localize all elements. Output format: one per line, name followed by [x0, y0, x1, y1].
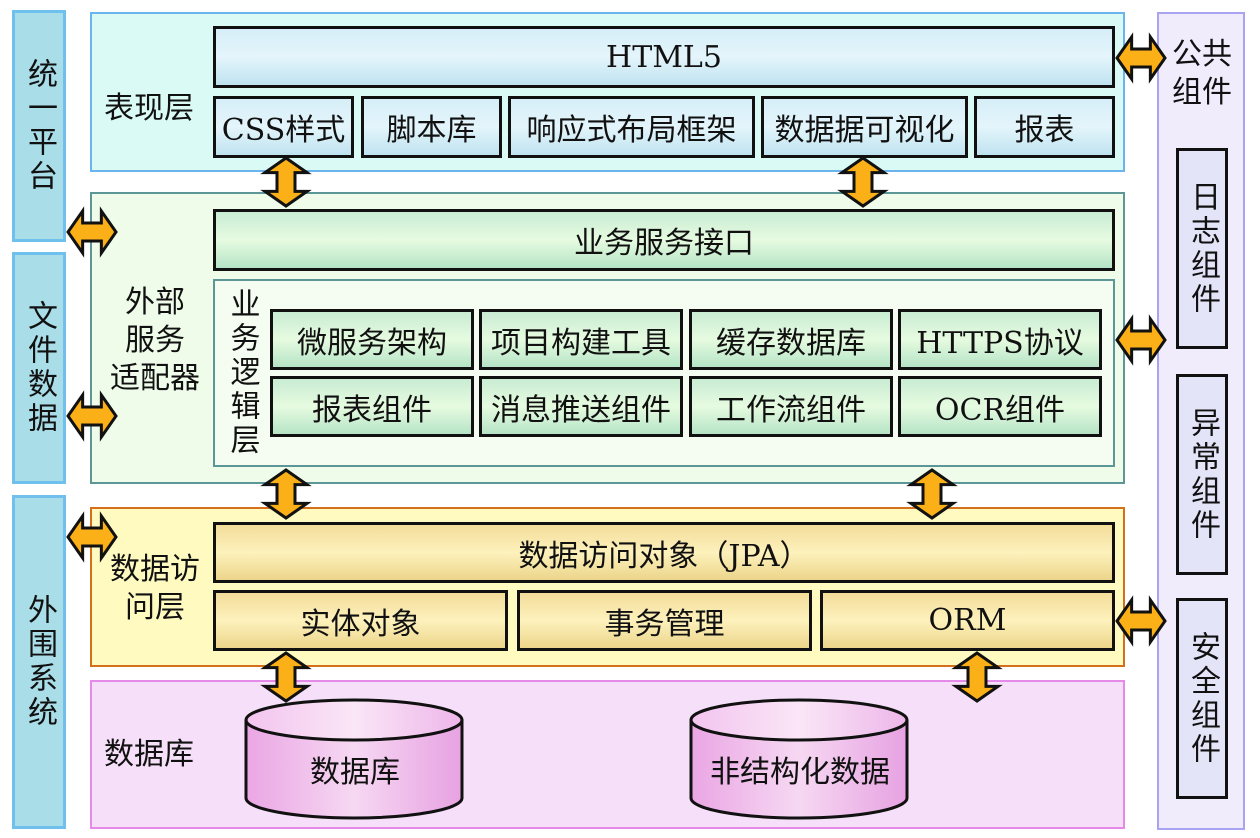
dao-item-orm: ORM [820, 590, 1115, 651]
html5-box: HTML5 [213, 26, 1115, 88]
double-arrow-shape [951, 651, 1003, 703]
arrow-logic-to-dao-right-icon [906, 468, 958, 520]
arrow-html5-to-common-icon [1115, 32, 1167, 84]
business-service-interface-label: 业务服务接口 [574, 226, 754, 261]
database-layer-label: 数据库 [104, 737, 194, 772]
presentation-layer-label: 表现层 [104, 91, 194, 126]
logic-item-label: 工作流组件 [716, 392, 866, 428]
title-line: 组件 [1172, 75, 1232, 110]
dao-item-entity: 实体对象 [213, 590, 508, 651]
double-arrow-shape [260, 156, 312, 208]
logic-item-cache-db: 缓存数据库 [689, 309, 893, 370]
double-arrow-shape [66, 390, 118, 442]
database-cylinder [244, 698, 464, 820]
double-arrow-shape [906, 468, 958, 520]
business-service-interface-box: 业务服务接口 [213, 209, 1115, 271]
dao-item-label: 事务管理 [604, 606, 725, 642]
business-logic-layer-label: 业务逻辑层 [222, 288, 262, 458]
logic-item-message-push: 消息推送组件 [479, 376, 683, 437]
logic-item-ocr: OCR组件 [898, 376, 1102, 437]
double-arrow-shape [66, 511, 118, 563]
logic-item-https: HTTPS协议 [898, 309, 1102, 370]
unified-platform-label: 统一平台 [22, 58, 57, 194]
arrow-css-to-service-icon [260, 156, 312, 208]
pres-item-label: 报表 [1014, 113, 1075, 148]
label-line: 适配器 [110, 361, 200, 396]
double-arrow-shape [260, 651, 312, 703]
security-component-label: 安全组件 [1185, 630, 1220, 767]
external-systems-panel: 外围系统 [12, 495, 66, 829]
title-line: 公共 [1172, 37, 1232, 72]
logic-item-report-component: 报表组件 [270, 376, 474, 437]
database-cylinder-label: 数据库 [310, 755, 400, 790]
arrow-dao-to-common-icon [1115, 595, 1167, 647]
file-data-panel: 文件数据 [12, 252, 66, 484]
data-access-layer-label: 数据访 问层 [100, 551, 210, 627]
unified-platform-panel: 统一平台 [12, 10, 66, 242]
logic-item-label: 微服务架构 [297, 325, 447, 361]
unstructured-data-cylinder-label: 非结构化数据 [710, 755, 890, 790]
label-line: 外部 [125, 285, 185, 320]
pres-item-css: CSS样式 [213, 96, 354, 158]
double-arrow-shape [260, 468, 312, 520]
logic-item-build-tool: 项目构建工具 [479, 309, 683, 370]
file-data-label: 文件数据 [22, 300, 57, 436]
logic-item-label: HTTPS协议 [916, 325, 1084, 361]
logic-item-label: OCR组件 [934, 392, 1066, 428]
logic-item-label: 项目构建工具 [491, 325, 671, 361]
unstructured-data-cylinder [689, 698, 909, 820]
logic-item-label: 报表组件 [312, 392, 432, 428]
pres-item-label: 数据据可视化 [774, 113, 955, 148]
business-logic-layer-text: 业务逻辑层 [224, 288, 260, 458]
double-arrow-shape [1115, 595, 1167, 647]
arrow-orm-to-db-icon [951, 651, 1003, 703]
pres-item-label: 脚本库 [386, 113, 477, 148]
security-component: 安全组件 [1176, 598, 1228, 799]
dao-jpa-label: 数据访问对象（JPA） [518, 538, 810, 574]
business-logic-layer [213, 279, 1115, 467]
pres-item-report: 报表 [974, 96, 1115, 158]
pres-item-label: 响应式布局框架 [526, 113, 737, 148]
arrow-logic-to-dao-left-icon [260, 468, 312, 520]
arrow-visualization-to-service-icon [837, 156, 889, 208]
dao-item-label: 实体对象 [300, 606, 421, 642]
label-line: 问层 [125, 590, 185, 625]
label-line: 服务 [125, 323, 185, 358]
external-systems-label: 外围系统 [22, 594, 57, 730]
arrow-platform-to-adapter-icon [66, 206, 118, 258]
log-component-label: 日志组件 [1185, 180, 1220, 317]
label-line: 数据访 [110, 552, 200, 587]
dao-item-transaction: 事务管理 [517, 590, 812, 651]
dao-item-label: ORM [928, 603, 1007, 638]
exception-component: 异常组件 [1176, 374, 1228, 575]
exception-component-label: 异常组件 [1185, 406, 1220, 543]
common-components-title: 公共 组件 [1162, 36, 1242, 112]
arrow-external-to-dao-icon [66, 511, 118, 563]
double-arrow-shape [1115, 32, 1167, 84]
arrow-adapter-to-common-icon [1115, 314, 1167, 366]
log-component: 日志组件 [1176, 148, 1228, 349]
arrow-filedata-to-adapter-icon [66, 390, 118, 442]
double-arrow-shape [66, 206, 118, 258]
pres-item-label: CSS样式 [221, 113, 346, 148]
logic-item-microservice: 微服务架构 [270, 309, 474, 370]
logic-item-label: 缓存数据库 [716, 325, 866, 361]
logic-item-workflow: 工作流组件 [689, 376, 893, 437]
external-service-adapter-label: 外部 服务 适配器 [103, 284, 207, 398]
double-arrow-shape [1115, 314, 1167, 366]
pres-item-responsive-framework: 响应式布局框架 [508, 96, 755, 158]
pres-item-data-visualization: 数据据可视化 [761, 96, 968, 158]
double-arrow-shape [837, 156, 889, 208]
arrow-entity-to-db-icon [260, 651, 312, 703]
html5-label: HTML5 [606, 39, 722, 75]
pres-item-script-lib: 脚本库 [361, 96, 502, 158]
dao-jpa-box: 数据访问对象（JPA） [213, 522, 1115, 583]
logic-item-label: 消息推送组件 [491, 392, 671, 428]
